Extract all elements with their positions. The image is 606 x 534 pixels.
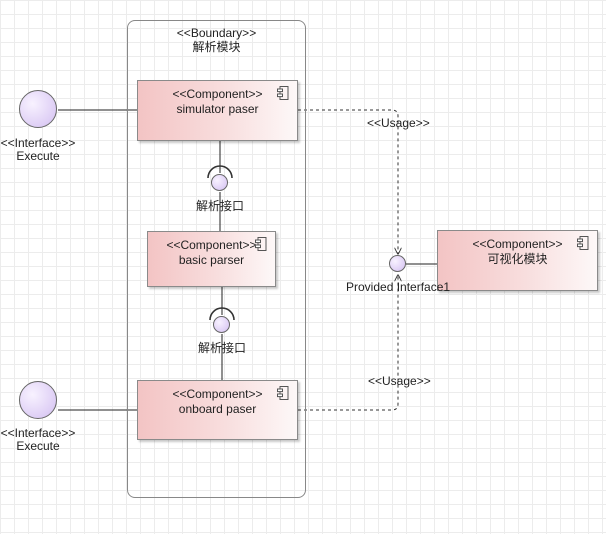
interface-stereotype: <<Interface>> [0, 426, 76, 440]
interface-stereotype: <<Interface>> [0, 136, 76, 150]
interface-name: Execute [16, 439, 60, 453]
parse-socket-bottom [209, 307, 235, 321]
component-stereotype: <<Component>> [472, 237, 563, 251]
provided-interface-ball-bottom[interactable] [213, 316, 230, 333]
component-name: 可视化模块 [487, 252, 548, 266]
component-visualization-module[interactable]: <<Component>> 可视化模块 [437, 230, 598, 291]
component-name: simulator paser [176, 102, 259, 116]
usage-dependency-top [298, 109, 398, 254]
usage-dependency-bottom [298, 275, 398, 411]
provided-interface-ball-top[interactable] [211, 174, 228, 191]
interface-execute-top-circle[interactable] [19, 90, 57, 128]
component-name: basic parser [178, 253, 245, 267]
provided-interface1-label: Provided Interface1 [346, 280, 451, 294]
usage-label-top: <<Usage>> [367, 116, 430, 130]
parse-socket-top [207, 165, 233, 179]
interface-execute-bottom-circle[interactable] [19, 381, 57, 419]
component-icon [277, 86, 289, 100]
component-icon [255, 237, 267, 251]
component-stereotype: <<Component>> [166, 238, 257, 252]
component-name: onboard paser [178, 402, 257, 416]
provided-interface-label-bottom: 解析接口 [197, 341, 246, 355]
boundary-header: <<Boundary>> 解析模块 [128, 26, 305, 54]
boundary-parse-module[interactable]: <<Boundary>> 解析模块 [127, 20, 306, 498]
boundary-stereotype: <<Boundary>> [176, 26, 257, 40]
provided-interface-label-top: 解析接口 [195, 199, 244, 213]
component-stereotype: <<Component>> [172, 87, 263, 101]
component-icon [277, 386, 289, 400]
boundary-name: 解析模块 [192, 40, 241, 54]
component-icon [577, 236, 589, 250]
component-onboard-paser[interactable]: <<Component>> onboard paser [137, 380, 298, 440]
component-basic-parser[interactable]: <<Component>> basic parser [147, 231, 276, 287]
interface-execute-bottom-label: <<Interface>> Execute [0, 427, 76, 453]
interface-name: Execute [16, 149, 60, 163]
component-stereotype: <<Component>> [172, 387, 263, 401]
interface-execute-top-label: <<Interface>> Execute [0, 137, 76, 163]
usage-label-bottom: <<Usage>> [368, 374, 431, 388]
component-simulator-paser[interactable]: <<Component>> simulator paser [137, 80, 298, 141]
provided-interface1-ball[interactable] [389, 255, 406, 272]
